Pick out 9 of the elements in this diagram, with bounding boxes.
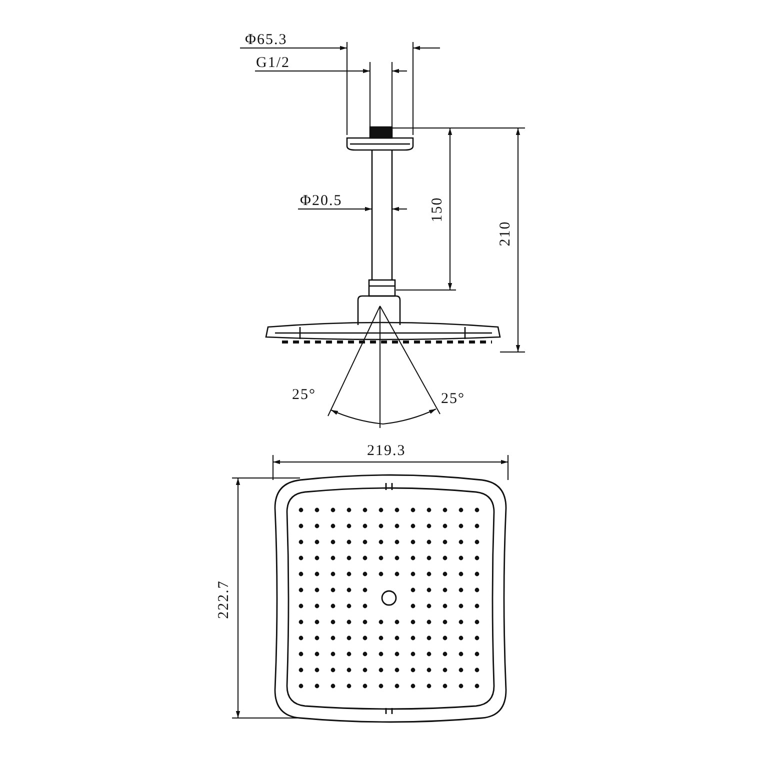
dimension-label: 25° (441, 392, 465, 407)
dimension-label: 219.3 (367, 444, 406, 459)
dimension-label: Φ65.3 (245, 33, 288, 48)
dimension-label: G1/2 (256, 56, 290, 71)
dimension-label: Φ20.5 (300, 194, 342, 209)
dimension-label: 25° (292, 388, 316, 403)
dimension-label: 150 (430, 196, 446, 222)
dimension-label: 210 (498, 220, 514, 246)
dimension-label: 222.7 (216, 580, 232, 619)
